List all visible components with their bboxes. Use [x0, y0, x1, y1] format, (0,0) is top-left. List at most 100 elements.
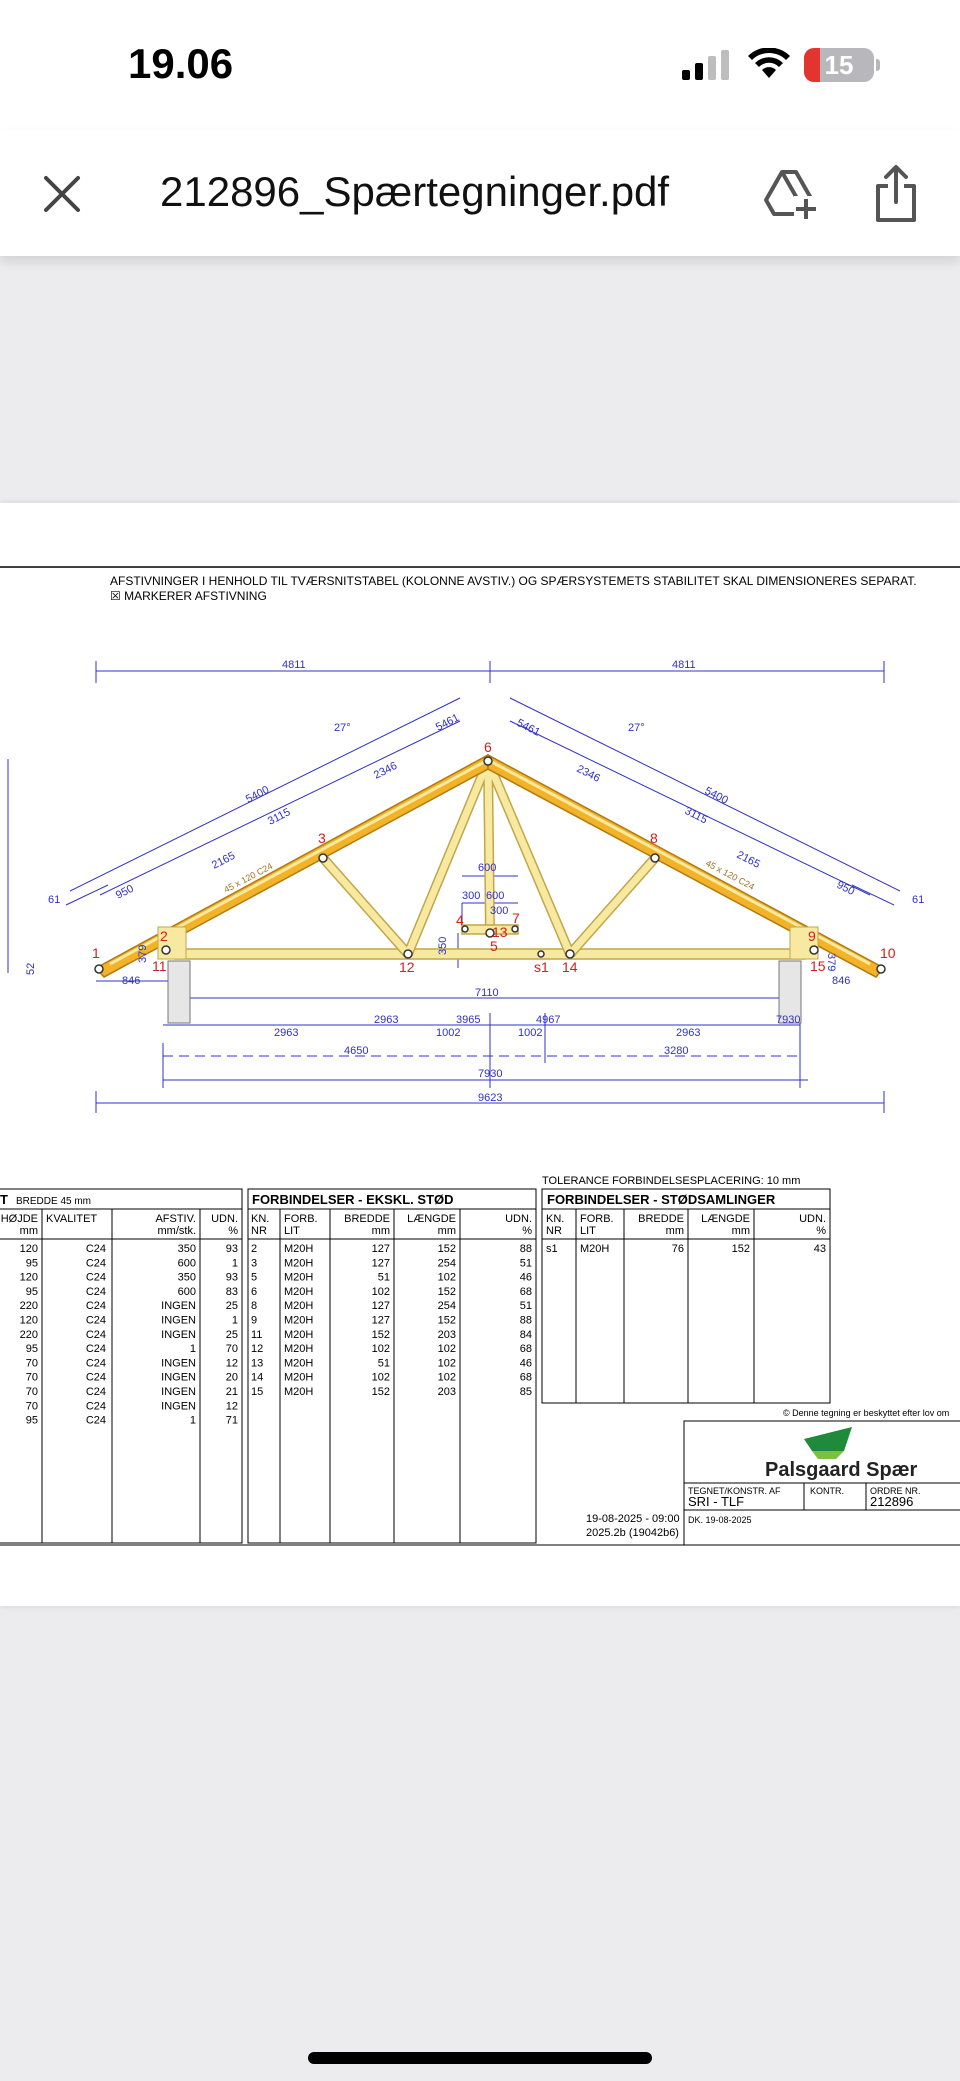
cellular-signal-icon	[682, 50, 729, 80]
dim-3115-right: 3115	[683, 805, 710, 826]
dim-5400-right: 5400	[703, 785, 730, 807]
table-cell: 152	[438, 1315, 456, 1327]
dim-846-left: 846	[122, 975, 140, 987]
table-cell: 203	[438, 1329, 456, 1341]
order-label: ORDRE NR.	[870, 1486, 921, 1496]
close-button[interactable]	[38, 170, 86, 218]
table-cell: 102	[372, 1343, 390, 1355]
table-cell: 2	[251, 1243, 257, 1255]
table-cell: 14	[251, 1372, 263, 1384]
table-cell: M20H	[284, 1343, 313, 1355]
table-cell: INGEN	[161, 1400, 196, 1412]
tolerance-note: TOLERANCE FORBINDELSESPLACERING: 10 mm	[542, 1175, 800, 1187]
control-label: KONTR.	[810, 1486, 844, 1496]
right-col-forb: FORB.	[580, 1213, 614, 1225]
right-col-forb-unit: LIT	[580, 1225, 596, 1237]
table-cell: 93	[226, 1243, 238, 1255]
table-cell: 152	[438, 1243, 456, 1255]
mid-table-title: FORBINDELSER - EKSKL. STØD	[252, 1192, 454, 1207]
table-cell: 120	[20, 1272, 38, 1284]
dim-300b: 300	[490, 905, 508, 917]
battery-icon: 15	[804, 48, 874, 82]
table-cell: 43	[814, 1243, 826, 1255]
table-cell: 1	[232, 1257, 238, 1269]
mid-col-bredde-unit: mm	[372, 1225, 390, 1237]
table-cell: 76	[672, 1243, 684, 1255]
table-cell: M20H	[284, 1286, 313, 1298]
dim-angle-right: 27°	[628, 722, 645, 734]
table-cell: 15	[251, 1386, 263, 1398]
table-cell: s1	[546, 1243, 558, 1255]
table-cell: 254	[438, 1257, 456, 1269]
node-label: 5	[490, 938, 498, 954]
table-cell: 70	[26, 1400, 38, 1412]
dim-2963a: 2963	[274, 1027, 298, 1039]
dim-2346-left: 2346	[372, 760, 399, 782]
dim-61-left: 61	[48, 894, 60, 906]
header-note-2: ☒ MARKERER AFSTIVNING	[110, 589, 267, 603]
copyright-note: © Denne tegning er beskyttet efter lov o…	[783, 1408, 949, 1418]
header-note-1: AFSTIVNINGER I HENHOLD TIL TVÆRSNITSTABE…	[110, 574, 917, 588]
node-label: 14	[562, 959, 578, 975]
table-cell: 220	[20, 1329, 38, 1341]
status-bar: 19.06 15	[0, 0, 960, 130]
table-cell: 102	[438, 1272, 456, 1284]
table-cell: M20H	[284, 1257, 313, 1269]
dim-angle-left: 27°	[334, 722, 351, 734]
table-cell: 102	[438, 1343, 456, 1355]
table-cell: 68	[520, 1286, 532, 1298]
table-cell: 120	[20, 1243, 38, 1255]
home-indicator[interactable]	[308, 2052, 652, 2064]
left-col-afstiv: AFSTIV.	[155, 1213, 196, 1225]
table-cell: INGEN	[161, 1357, 196, 1369]
dim-rafter-left: 5461	[434, 712, 461, 734]
dim-1002b: 1002	[518, 1027, 542, 1039]
table-cell: 220	[20, 1300, 38, 1312]
table-cell: 1	[190, 1343, 196, 1355]
software-version: 2025.2b (19042b6)	[586, 1527, 679, 1539]
table-cell: 51	[378, 1357, 390, 1369]
table-cell: INGEN	[161, 1386, 196, 1398]
table-cell: 127	[372, 1243, 390, 1255]
dim-3280: 3280	[664, 1045, 688, 1057]
table-cell: 88	[520, 1315, 532, 1327]
table-cell: 152	[372, 1329, 390, 1341]
table-cell: C24	[86, 1386, 106, 1398]
dim-9623: 9623	[478, 1092, 502, 1104]
right-col-udn: UDN.	[799, 1213, 826, 1225]
table-cell: 95	[26, 1257, 38, 1269]
mid-col-laengde-unit: mm	[438, 1225, 456, 1237]
table-cell: INGEN	[161, 1372, 196, 1384]
dim-5400-left: 5400	[244, 784, 271, 806]
table-cell: 51	[520, 1257, 532, 1269]
dim-846-right: 846	[832, 975, 850, 987]
mid-col-kn-unit: NR	[251, 1225, 267, 1237]
table-cell: 127	[372, 1257, 390, 1269]
table-cell: 152	[438, 1286, 456, 1298]
table-cell: 127	[372, 1300, 390, 1312]
palsgaard-logo	[804, 1427, 852, 1451]
dim-2165-right: 2165	[735, 849, 762, 871]
node-label: 12	[399, 959, 415, 975]
table-cell: 70	[226, 1343, 238, 1355]
node-label: 1	[92, 945, 100, 961]
table-cell: 51	[378, 1272, 390, 1284]
left-col-afstiv-unit: mm/stk.	[158, 1225, 197, 1237]
table-cell: 11	[251, 1329, 262, 1341]
table-cell: INGEN	[161, 1300, 196, 1312]
table-cell: 71	[226, 1415, 238, 1427]
node-label: 8	[650, 830, 658, 846]
share-button[interactable]	[874, 164, 918, 224]
right-col-bredde-unit: mm	[666, 1225, 684, 1237]
table-cell: 46	[520, 1357, 532, 1369]
table-cell: M20H	[284, 1357, 313, 1369]
mid-col-laengde: LÆNGDE	[407, 1213, 456, 1225]
pdf-page[interactable]: AFSTIVNINGER I HENHOLD TIL TVÆRSNITSTABE…	[0, 503, 960, 1606]
node-label: 10	[880, 945, 896, 961]
add-to-drive-button[interactable]	[762, 166, 818, 222]
table-cell: 70	[26, 1372, 38, 1384]
node-label: 9	[808, 928, 816, 944]
dim-600b: 600	[486, 890, 504, 902]
